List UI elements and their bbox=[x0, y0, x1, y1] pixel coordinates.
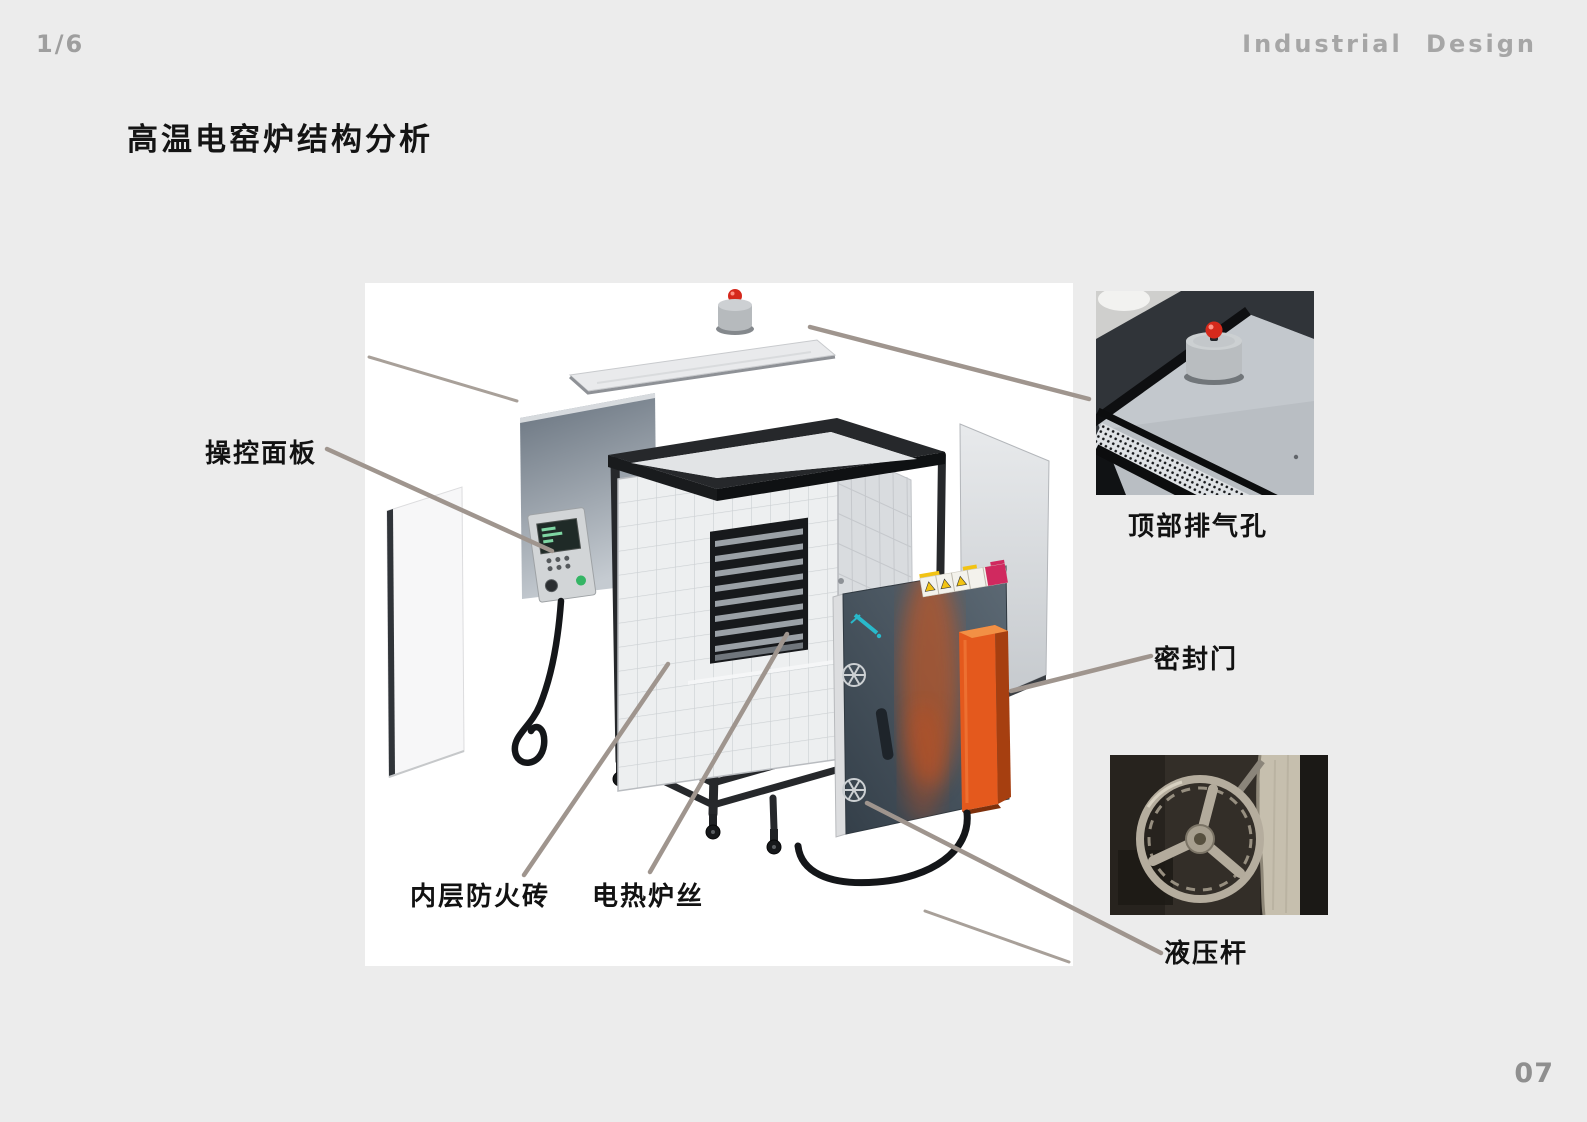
chamber-shelves bbox=[715, 528, 803, 653]
warning-label-strip bbox=[919, 559, 1009, 598]
exploded-view-figure bbox=[367, 289, 1071, 964]
vent-cap-photo bbox=[1184, 321, 1244, 385]
exploded-view-panel bbox=[365, 283, 1073, 966]
label-hydraulic-rod: 液压杆 bbox=[1164, 939, 1249, 969]
label-top-exhaust: 顶部排气孔 bbox=[1128, 512, 1269, 542]
furnace-top-frame bbox=[608, 418, 945, 501]
door-handle-slot bbox=[875, 708, 894, 760]
front-shell-panel bbox=[386, 486, 465, 778]
control-panel-box bbox=[527, 507, 597, 603]
vent-cap bbox=[716, 289, 754, 335]
door-logo bbox=[850, 613, 882, 639]
firebrick-column bbox=[1259, 755, 1300, 915]
label-heating-wire: 电热炉丝 bbox=[592, 882, 705, 912]
door-hinge-wheels bbox=[842, 663, 866, 802]
page-number: 07 bbox=[1514, 1058, 1554, 1089]
control-cable bbox=[511, 597, 565, 766]
label-sealed-door: 密封门 bbox=[1154, 645, 1239, 675]
top-exhaust-photo bbox=[1096, 291, 1314, 495]
power-button bbox=[576, 575, 587, 586]
page-title: 高温电窑炉结构分析 bbox=[127, 122, 433, 158]
label-inner-firebrick: 内层防火砖 bbox=[410, 882, 551, 912]
door-lift-handle bbox=[959, 625, 1011, 815]
header-brand: Industrial Design bbox=[1242, 30, 1537, 58]
top-lid-panel bbox=[568, 339, 837, 395]
page-indicator: 1/6 bbox=[36, 30, 85, 58]
label-control-panel: 操控面板 bbox=[205, 439, 318, 469]
handwheel-photo bbox=[1110, 755, 1328, 915]
perforated-grille bbox=[1096, 423, 1269, 495]
